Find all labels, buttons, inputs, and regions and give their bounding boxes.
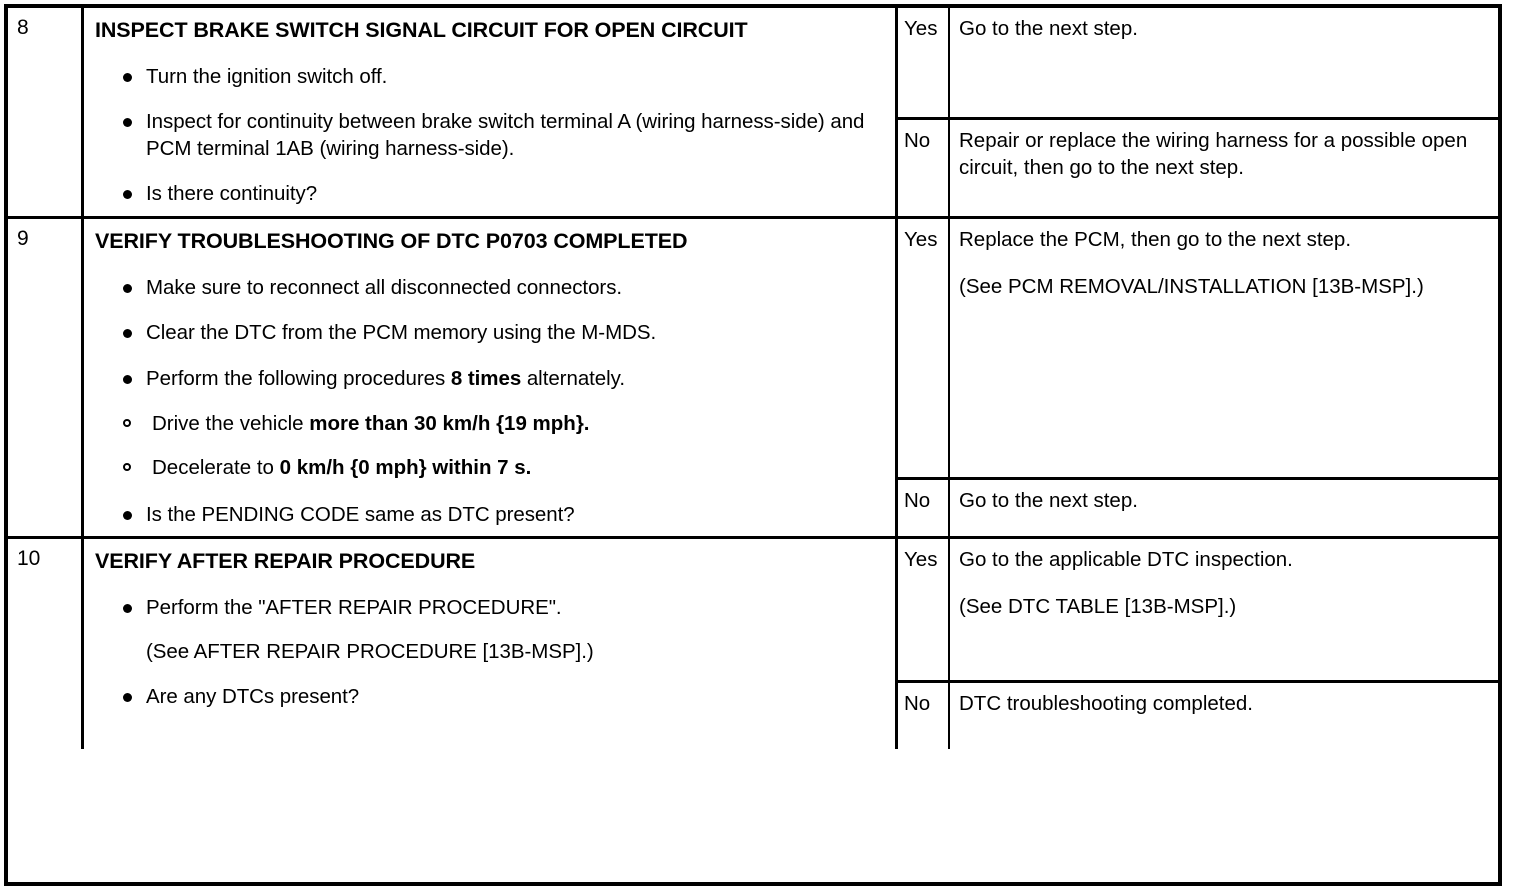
inspection-bullet-list: Turn the ignition switch off. Inspect fo… — [95, 64, 881, 209]
dtc-troubleshooting-table: 8 INSPECT BRAKE SWITCH SIGNAL CIRCUIT FO… — [4, 4, 1502, 886]
action-line: DTC troubleshooting completed. — [959, 692, 1253, 716]
result-yes: Yes Replace the PCM, then go to the next… — [898, 219, 1498, 481]
answer-label: No — [898, 480, 950, 537]
result-no: No Go to the next step. — [898, 480, 1498, 537]
inspection-subbullet-list: Drive the vehicle more than 30 km/h {19 … — [95, 411, 881, 482]
inspection-reference: (See AFTER REPAIR PROCEDURE [13B-MSP].) — [146, 639, 594, 663]
list-item: Drive the vehicle more than 30 km/h {19 … — [95, 411, 881, 438]
action-text: Replace the PCM, then go to the next ste… — [950, 219, 1498, 477]
answer-label: No — [898, 683, 950, 750]
step-number: 8 — [17, 16, 29, 39]
inspection-question-list: Is the PENDING CODE same as DTC present? — [95, 502, 881, 529]
list-item: Is there continuity? — [95, 181, 881, 208]
inspection-title: VERIFY AFTER REPAIR PROCEDURE — [95, 549, 476, 574]
list-item: Are any DTCs present? — [95, 684, 881, 711]
action-text: Go to the next step. — [950, 8, 1498, 117]
list-item: Decelerate to 0 km/h {0 mph} within 7 s. — [95, 455, 881, 482]
list-item: Make sure to reconnect all disconnected … — [95, 275, 881, 302]
step-number: 10 — [17, 547, 41, 571]
action-cell: Yes Go to the applicable DTC inspection.… — [898, 539, 1498, 750]
inspection-bullet-list: Make sure to reconnect all disconnected … — [95, 275, 881, 393]
answer-label: Yes — [898, 219, 950, 478]
action-line: Replace the PCM, then go to the next ste… — [959, 228, 1352, 252]
list-item: Clear the DTC from the PCM memory using … — [95, 320, 881, 347]
action-reference: (See DTC TABLE [13B-MSP].) — [959, 595, 1237, 619]
table-row: 8 INSPECT BRAKE SWITCH SIGNAL CIRCUIT FO… — [8, 8, 1498, 220]
action-text: Go to the applicable DTC inspection. (Se… — [950, 539, 1498, 680]
inspection-cell: VERIFY AFTER REPAIR PROCEDURE Perform th… — [84, 539, 898, 750]
action-cell: Yes Go to the next step. No Repair or re… — [898, 8, 1498, 217]
action-line: Go to the next step. — [959, 17, 1138, 40]
action-reference: (See PCM REMOVAL/INSTALLATION [13B-MSP].… — [959, 274, 1424, 298]
result-yes: Yes Go to the next step. — [898, 8, 1498, 120]
inspection-cell: INSPECT BRAKE SWITCH SIGNAL CIRCUIT FOR … — [84, 8, 898, 217]
result-no: No Repair or replace the wiring harness … — [898, 120, 1498, 217]
answer-label: No — [898, 120, 950, 217]
inspection-cell: VERIFY TROUBLESHOOTING OF DTC P0703 COMP… — [84, 219, 898, 537]
action-line: Go to the applicable DTC inspection. — [959, 548, 1293, 572]
answer-label: Yes — [898, 539, 950, 681]
table-row: 9 VERIFY TROUBLESHOOTING OF DTC P0703 CO… — [8, 219, 1498, 540]
inspection-bullet-list: Perform the "AFTER REPAIR PROCEDURE". (S… — [95, 595, 881, 711]
table-row: 10 VERIFY AFTER REPAIR PROCEDURE Perform… — [8, 539, 1498, 750]
list-item: Perform the "AFTER REPAIR PROCEDURE". — [95, 595, 881, 622]
answer-label: Yes — [898, 8, 950, 117]
action-line: Go to the next step. — [959, 489, 1138, 513]
list-item: Turn the ignition switch off. — [95, 64, 881, 91]
action-line: Repair or replace the wiring harness for… — [959, 129, 1468, 179]
step-number-cell: 10 — [8, 539, 84, 750]
result-no: No DTC troubleshooting completed. — [898, 683, 1498, 750]
list-item: Perform the following procedures 8 times… — [95, 366, 881, 393]
step-number-cell: 8 — [8, 8, 84, 217]
action-cell: Yes Replace the PCM, then go to the next… — [898, 219, 1498, 537]
inspection-title: INSPECT BRAKE SWITCH SIGNAL CIRCUIT FOR … — [95, 18, 748, 42]
result-yes: Yes Go to the applicable DTC inspection.… — [898, 539, 1498, 684]
step-number-cell: 9 — [8, 219, 84, 537]
action-text: Repair or replace the wiring harness for… — [950, 120, 1498, 216]
inspection-title: VERIFY TROUBLESHOOTING OF DTC P0703 COMP… — [95, 229, 688, 254]
action-text: Go to the next step. — [950, 480, 1498, 536]
action-text: DTC troubleshooting completed. — [950, 683, 1498, 749]
list-item: Inspect for continuity between brake swi… — [95, 109, 881, 162]
step-number: 9 — [17, 227, 29, 251]
list-item: Is the PENDING CODE same as DTC present? — [95, 502, 881, 529]
